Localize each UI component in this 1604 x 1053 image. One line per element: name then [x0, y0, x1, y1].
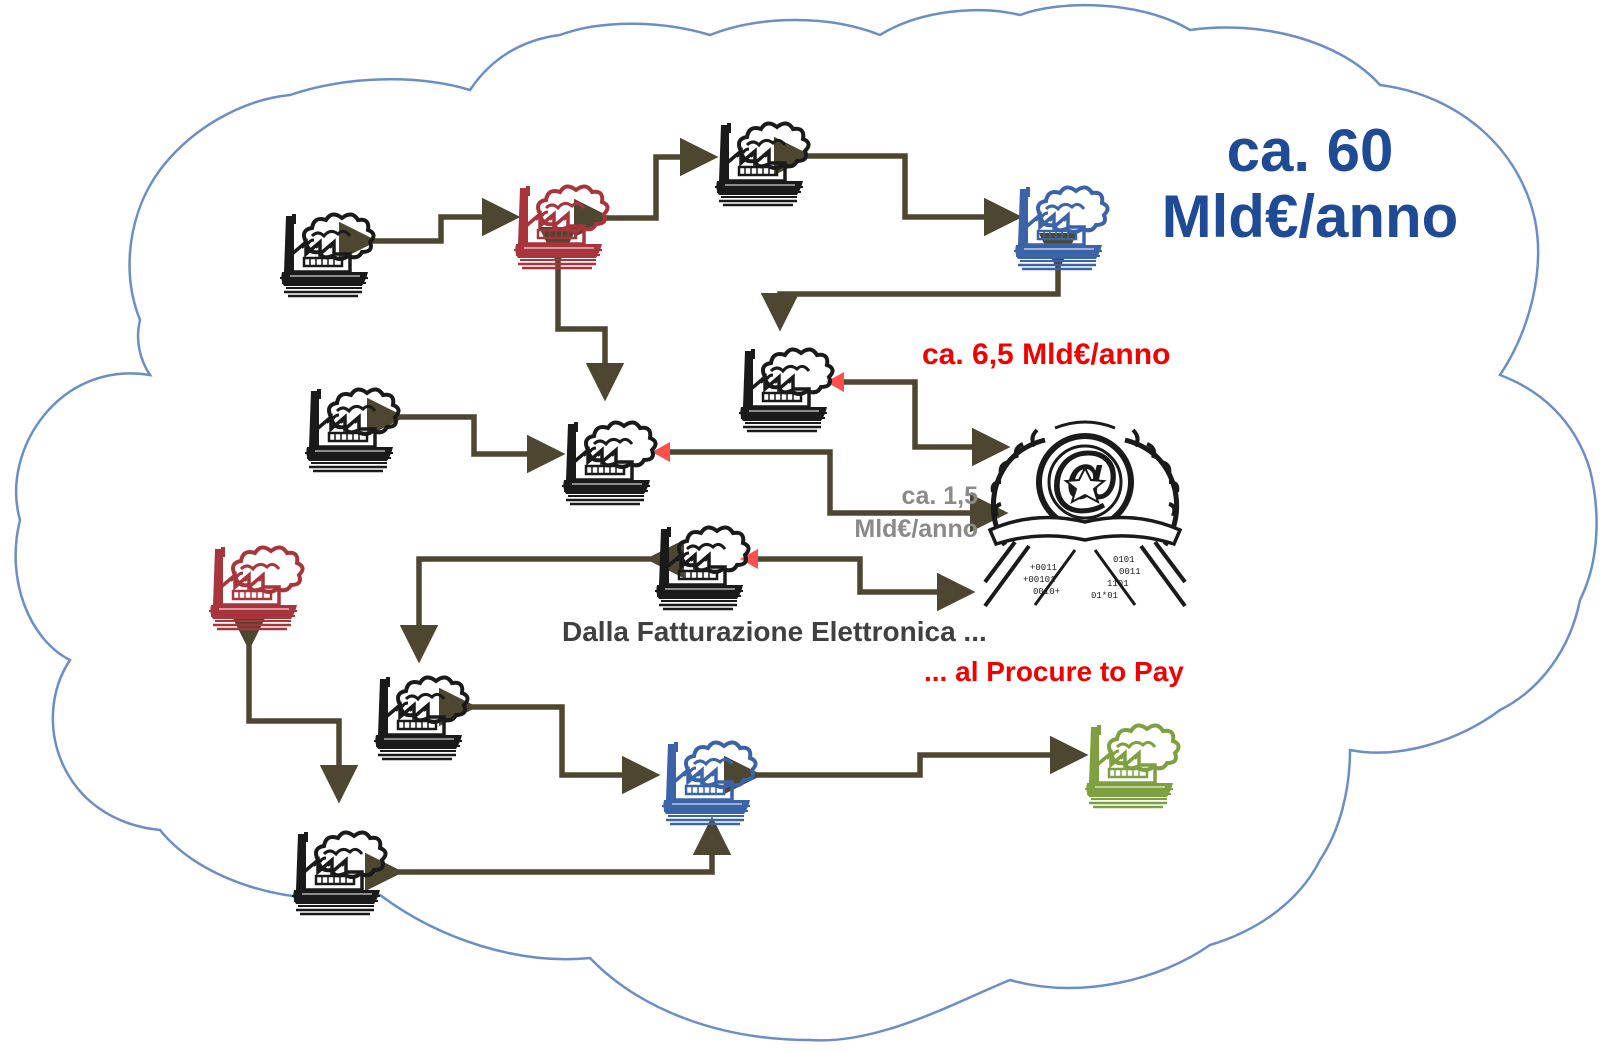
factory-icon [1012, 185, 1110, 271]
red-arrowhead-f7 [652, 442, 670, 462]
arrow-f3-f4 [774, 136, 1023, 237]
caption-line1: Dalla Fatturazione Elettronica ... [562, 616, 987, 647]
arrow-f9-pa [752, 556, 976, 612]
arrow-f12-f11 [365, 816, 732, 892]
arrow-f8-f12 [229, 612, 359, 804]
svg-text:0101: 0101 [1113, 555, 1135, 565]
red-arrowhead-f5 [826, 372, 844, 392]
svg-text:+0011: +0011 [1030, 563, 1057, 573]
factory-icon [278, 212, 376, 298]
arrow-f1-f2 [339, 197, 521, 261]
arrow-f2-f3 [574, 137, 719, 238]
channel-flow-small-line1: ca. 1,5 [901, 482, 978, 510]
total-flow-line2: Mld€/anno [1161, 183, 1459, 250]
factory-icon [512, 184, 610, 270]
factory-icon [660, 740, 758, 826]
factory-icon [290, 830, 388, 916]
arrow-f7-pa [662, 449, 1009, 533]
total-flow-label: ca. 60 Mld€/anno [1150, 118, 1470, 250]
caption-line2: ... al Procure to Pay [924, 656, 1184, 687]
channel-flow-label: ca. 6,5 Mld€/anno [922, 338, 1171, 371]
channel-flow-small-label: ca. 1,5 Mld€/anno [818, 480, 978, 546]
arrow-f6-f7 [367, 397, 566, 474]
arrows [229, 136, 1089, 892]
factory-icon [372, 675, 470, 761]
factory-icon [1083, 723, 1181, 809]
factory-icon [713, 121, 811, 207]
factory-icon [653, 525, 751, 611]
total-flow-line1: ca. 60 [1226, 117, 1394, 184]
arrow-f9-f10 [399, 539, 684, 664]
svg-text:1101: 1101 [1107, 579, 1129, 589]
arrow-f11-f13 [724, 735, 1089, 795]
svg-text:0011: 0011 [1119, 567, 1141, 577]
red-arrowhead-f9 [740, 549, 758, 569]
red-arrowheads [652, 372, 844, 569]
factory-icon [560, 420, 658, 506]
factory-icon [207, 545, 305, 631]
factory-icon [737, 347, 835, 433]
factory-icon [303, 387, 401, 473]
arrow-f5-pa [835, 379, 1011, 467]
svg-text:01*01: 01*01 [1091, 591, 1118, 601]
arrow-f10-f11 [439, 687, 661, 795]
arrow-f2-f7 [538, 227, 625, 402]
arrow-f4-f5 [760, 233, 1078, 332]
emblem-icon: @ +0011 +00101 0010+ 0101 0011 1101 01*0… [983, 420, 1187, 608]
channel-flow-small-line2: Mld€/anno [854, 515, 978, 543]
svg-text:0010+: 0010+ [1033, 587, 1060, 597]
svg-text:+00101: +00101 [1023, 575, 1055, 585]
